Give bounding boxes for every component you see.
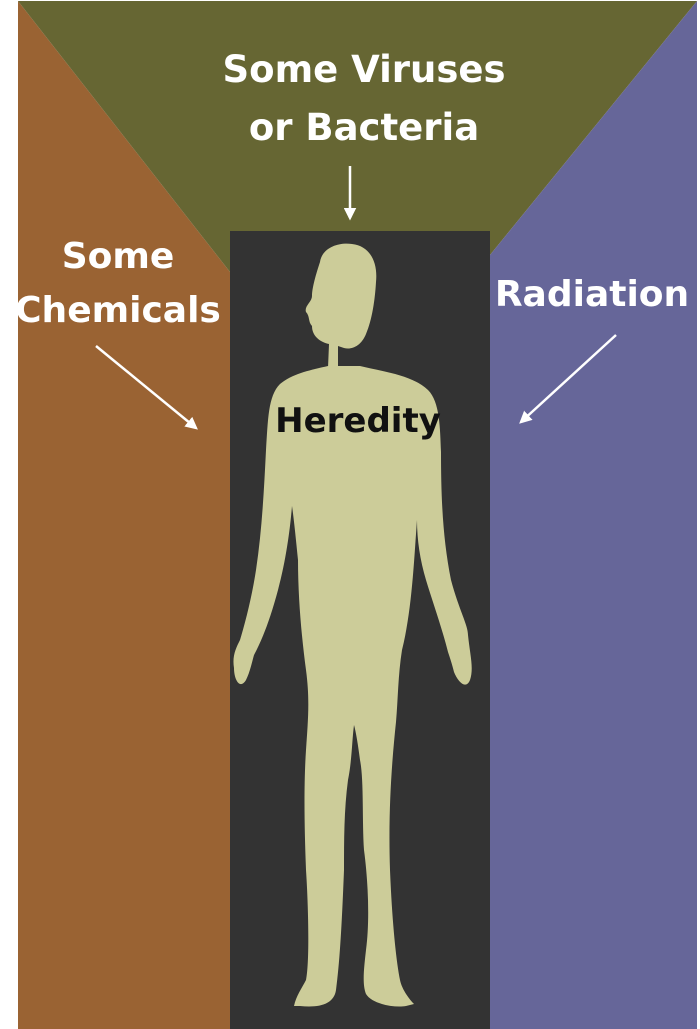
- heredity-label: Heredity: [275, 401, 441, 441]
- chemicals-label-line1: Some: [62, 236, 175, 277]
- chemicals-label-line2: Chemicals: [15, 290, 221, 331]
- viruses-label-line2: or Bacteria: [249, 106, 479, 149]
- radiation-label: Radiation: [495, 274, 689, 315]
- viruses-label-line1: Some Viruses: [223, 48, 506, 91]
